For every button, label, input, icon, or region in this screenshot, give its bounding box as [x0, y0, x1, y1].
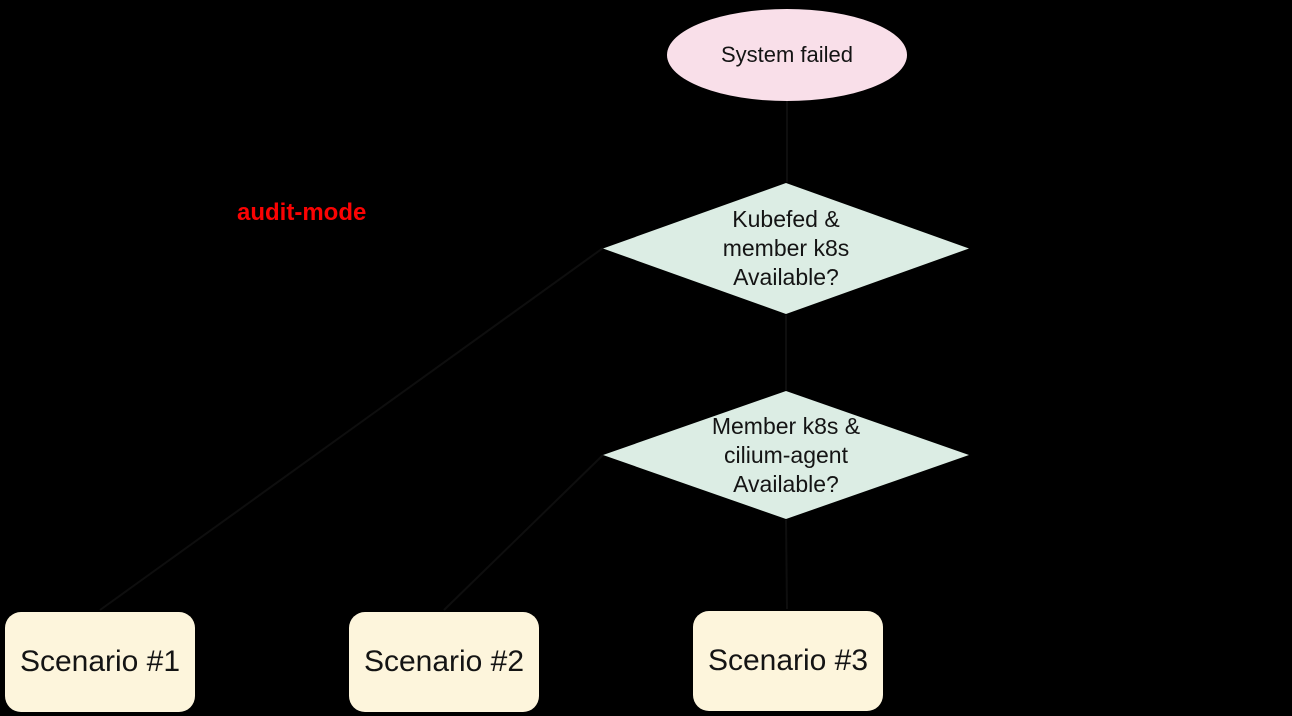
- decision2-line3: Available?: [733, 470, 839, 497]
- decision2-line1: Member k8s &: [711, 412, 861, 439]
- scenario3-node: Scenario #3: [693, 611, 883, 711]
- decision1-text: Kubefed & member k8s Available?: [723, 205, 850, 292]
- decision1-line3: Available?: [733, 264, 839, 290]
- decision2-text: Member k8s & cilium-agent Available?: [712, 412, 860, 499]
- scenario3-label: Scenario #3: [707, 644, 869, 677]
- edge-decision1-to-scenario1: [99, 247, 604, 611]
- decision2-line2: cilium-agent: [723, 441, 848, 468]
- decision1-line2: member k8s: [722, 235, 850, 261]
- edge-decision2-to-scenario3: [785, 519, 788, 610]
- audit-mode-label: audit-mode: [237, 199, 367, 226]
- edge-decision2-to-scenario2: [443, 454, 604, 611]
- start-node-label: System failed: [720, 42, 854, 67]
- scenario2-label: Scenario #2: [363, 645, 525, 678]
- scenario1-label: Scenario #1: [19, 645, 181, 678]
- scenario1-node: Scenario #1: [5, 612, 195, 712]
- start-node-system-failed: System failed: [667, 9, 907, 101]
- decision1-line1: Kubefed &: [732, 206, 840, 232]
- scenario2-node: Scenario #2: [349, 612, 539, 712]
